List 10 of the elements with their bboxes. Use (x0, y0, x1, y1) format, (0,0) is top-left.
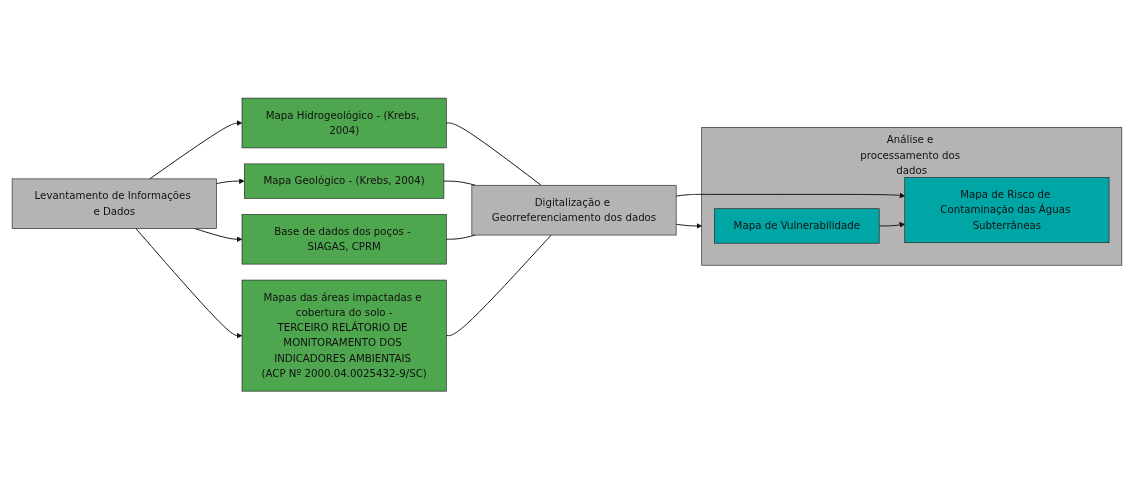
node-box: Mapa de Vulnerabilidade (713, 208, 880, 244)
node-box: Mapa Hidrogeológico - (Krebs, 2004) (241, 98, 447, 149)
node-box: Base de dados dos poços - SIAGAS, CPRM (241, 214, 447, 265)
node-box: Levantamento de Informações e Dados (11, 178, 217, 230)
node-box: Mapa Geológico - (Krebs, 2004) (243, 163, 444, 200)
node-box: Mapas das áreas impactadas e cobertura do solo - TERCEIRO RELÁTORIO DE MONITORAMENTO DOS INDICADORES AMBIENTAIS (ACP Nº 2000.04.0025432-9/SC) (241, 280, 447, 392)
connector (445, 122, 542, 187)
node-box: Digitalização e Georreferenciamento dos dados (471, 185, 676, 236)
connector (445, 234, 552, 337)
node-box: Mapa de Risco de Contaminação das Águas Subterrâneas (903, 177, 1109, 244)
